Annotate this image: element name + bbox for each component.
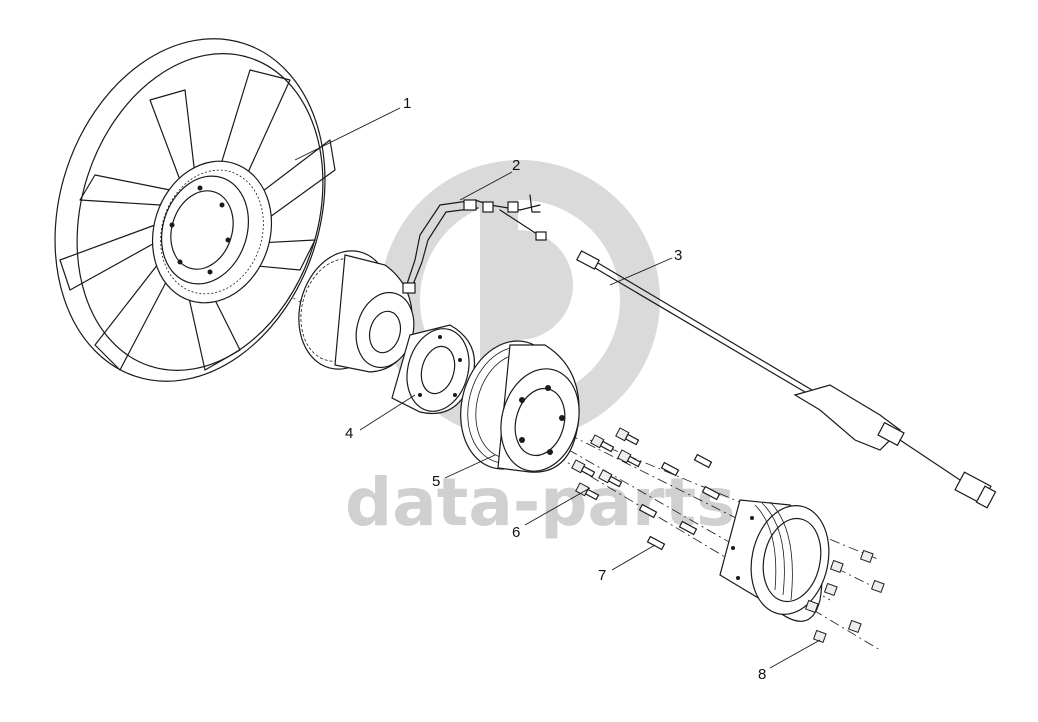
bolts [571, 427, 642, 501]
watermark-text: data-parts [345, 464, 735, 541]
damper-pulley [719, 499, 830, 622]
pulley [460, 340, 580, 473]
cable-connector [576, 250, 997, 509]
leader-lines [294, 107, 821, 669]
spacer-ring [391, 324, 476, 415]
callout-7: 7 [598, 567, 606, 584]
callout-2: 2 [512, 157, 520, 174]
studs [638, 453, 721, 551]
callout-6: 6 [512, 524, 520, 541]
callout-4: 4 [345, 425, 353, 442]
callout-8: 8 [758, 666, 766, 683]
callout-3: 3 [674, 247, 682, 264]
fan [54, 38, 336, 382]
nuts [804, 549, 885, 644]
callout-5: 5 [432, 473, 440, 490]
callout-1: 1 [403, 95, 411, 112]
callout-labels: 1 2 3 4 5 6 7 8 [345, 95, 766, 683]
